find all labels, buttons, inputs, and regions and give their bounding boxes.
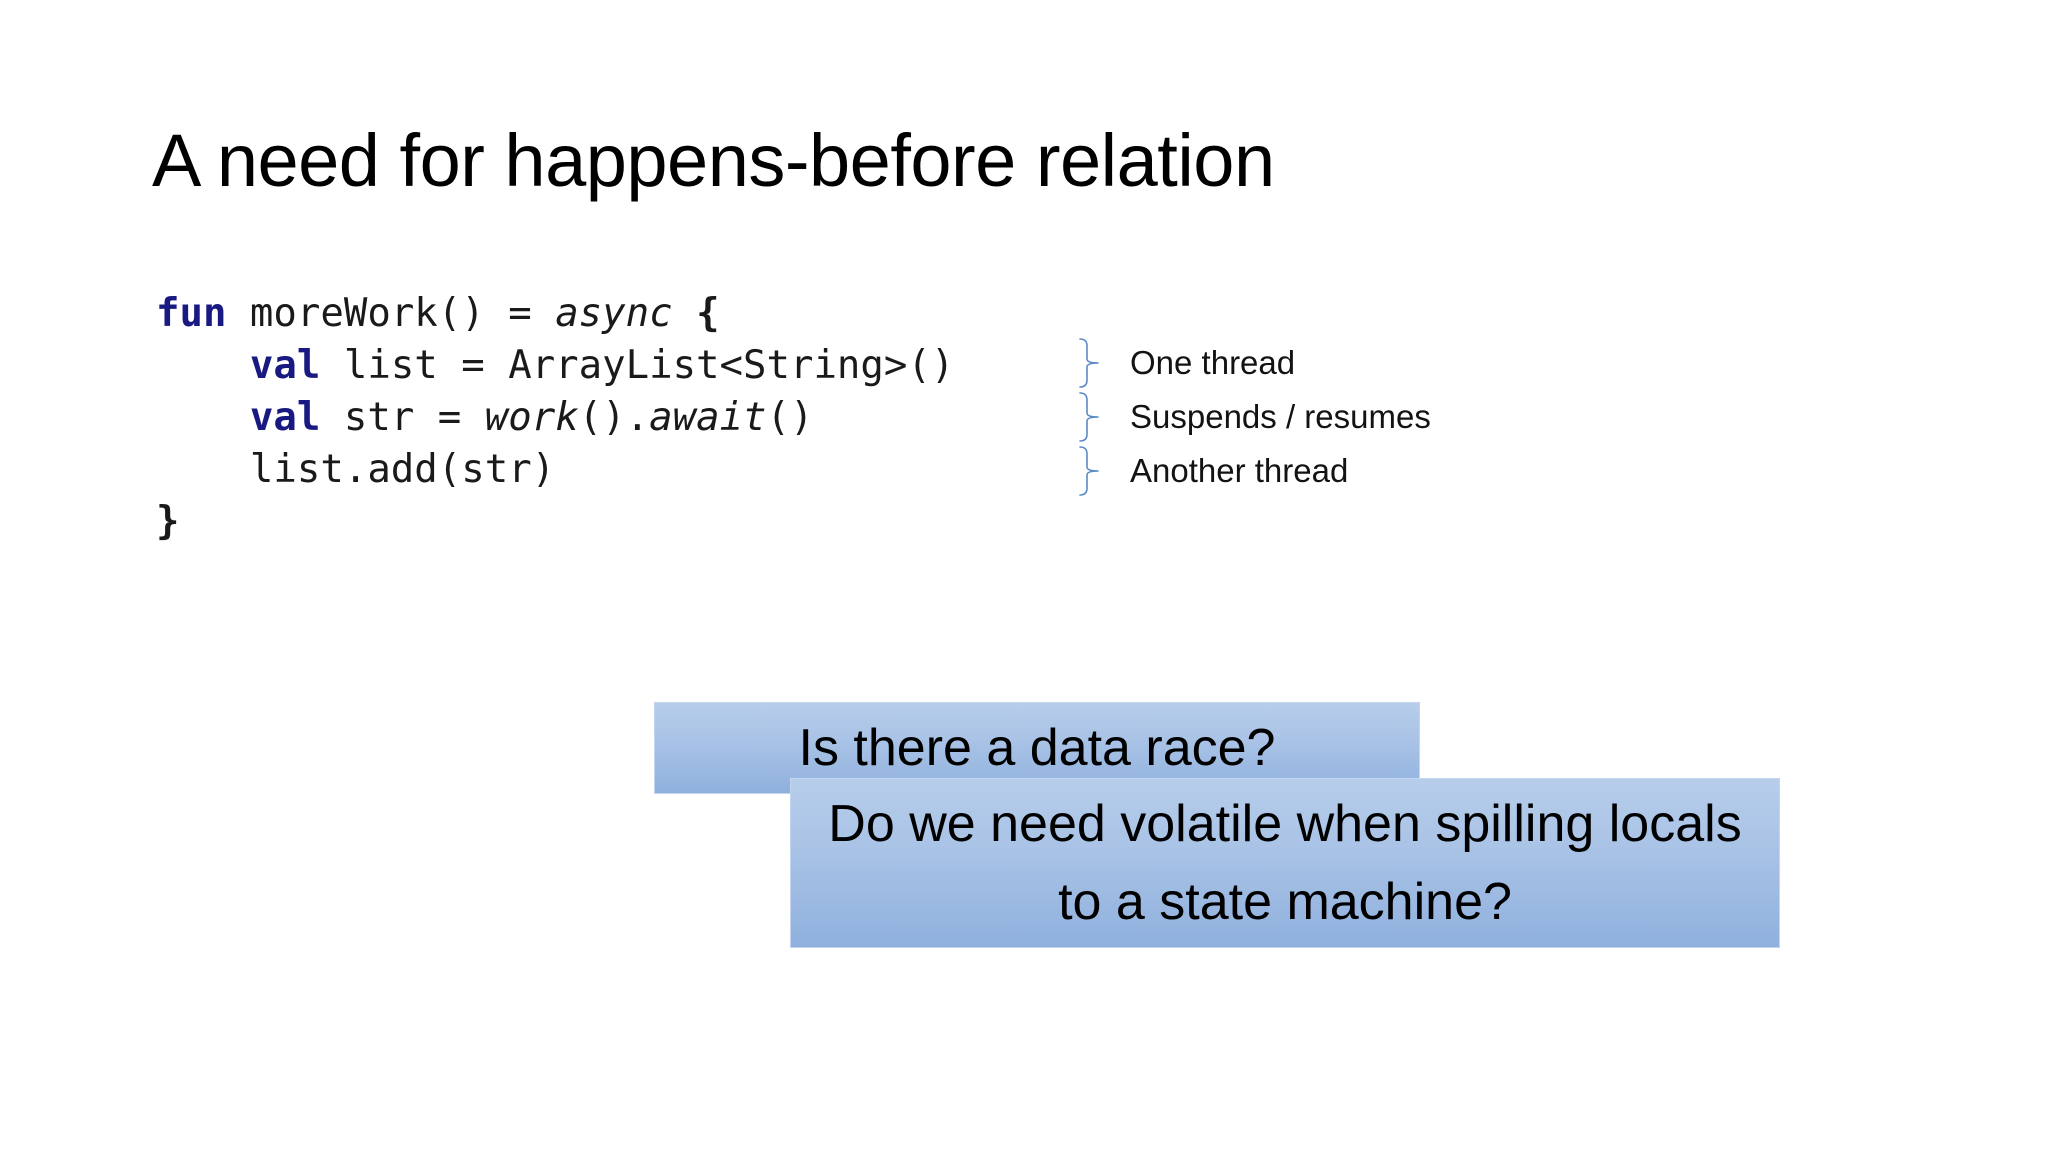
code-token-bold: { bbox=[696, 291, 720, 336]
code-token-plain: list.add(str) bbox=[156, 447, 556, 492]
code-token-plain bbox=[673, 291, 696, 336]
code-block: fun moreWork() = async { val list = Arra… bbox=[156, 288, 954, 548]
curly-brace-icon bbox=[1079, 338, 1099, 388]
annotation-row: Another thread bbox=[1078, 445, 1348, 497]
code-token-plain: moreWork() = bbox=[226, 291, 556, 336]
code-token-plain: list = ArrayList<String>() bbox=[320, 343, 955, 388]
code-line: } bbox=[156, 496, 954, 548]
code-token-plain bbox=[156, 343, 250, 388]
page-title: A need for happens-before relation bbox=[152, 119, 1275, 202]
code-token-italic: await bbox=[649, 395, 767, 440]
code-token-plain: () bbox=[766, 395, 814, 440]
code-token-plain bbox=[156, 395, 250, 440]
code-token-keyword: val bbox=[249, 343, 321, 388]
code-token-keyword: val bbox=[249, 395, 321, 440]
code-token-plain: (). bbox=[578, 395, 650, 440]
curly-brace-icon bbox=[1079, 446, 1099, 496]
annotation-label: Another thread bbox=[1130, 452, 1349, 489]
callout-data-race-text: Is there a data race? bbox=[798, 719, 1276, 777]
code-line: fun moreWork() = async { bbox=[156, 288, 954, 340]
annotation-row: One thread bbox=[1078, 337, 1295, 389]
annotation-label: Suspends / resumes bbox=[1130, 398, 1431, 435]
code-token-italic: async bbox=[555, 291, 673, 336]
code-line: val list = ArrayList<String>() bbox=[156, 340, 954, 392]
callout-volatile-spilling-text: Do we need volatile when spilling locals… bbox=[828, 795, 1742, 931]
code-token-bold: } bbox=[156, 499, 180, 544]
code-token-keyword: fun bbox=[156, 291, 227, 336]
annotation-row: Suspends / resumes bbox=[1078, 391, 1431, 443]
code-line: list.add(str) bbox=[156, 444, 954, 496]
annotation-label: One thread bbox=[1130, 344, 1296, 381]
callout-volatile-spilling: Do we need volatile when spilling locals… bbox=[790, 778, 1780, 948]
code-token-plain: str = bbox=[320, 395, 485, 440]
code-token-italic: work bbox=[484, 395, 579, 440]
curly-brace-icon bbox=[1079, 392, 1099, 442]
code-line: val str = work().await() bbox=[156, 392, 954, 444]
